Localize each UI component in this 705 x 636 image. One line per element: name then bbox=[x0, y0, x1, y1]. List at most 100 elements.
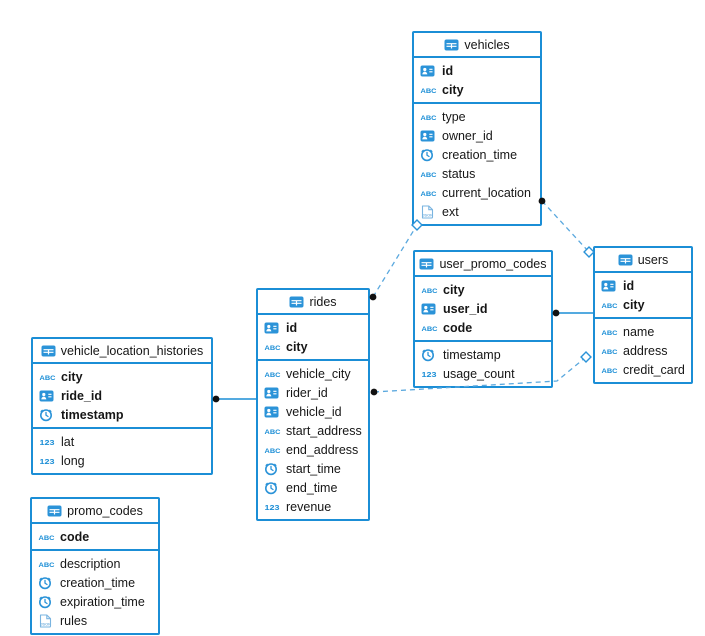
field-row-rides-end_address[interactable]: ABC end_address bbox=[258, 440, 368, 459]
field-row-user_promo_codes-code[interactable]: ABC code bbox=[415, 318, 551, 337]
field-name: code bbox=[443, 320, 473, 335]
string-abc-icon: ABC bbox=[264, 367, 281, 381]
svg-text:ABC: ABC bbox=[265, 448, 281, 455]
table-users[interactable]: users id ABC city ABC name ABC address A… bbox=[593, 246, 693, 384]
field-name: expiration_time bbox=[60, 594, 145, 609]
field-row-rides-id[interactable]: id bbox=[258, 318, 368, 337]
field-name: name bbox=[623, 324, 655, 339]
table-promo_codes[interactable]: promo_codes ABC code ABC description cre… bbox=[30, 497, 160, 635]
field-row-user_promo_codes-city[interactable]: ABC city bbox=[415, 280, 551, 299]
field-row-user_promo_codes-user_id[interactable]: user_id bbox=[415, 299, 551, 318]
field-name: long bbox=[61, 453, 85, 468]
field-row-rides-vehicle_city[interactable]: ABC vehicle_city bbox=[258, 364, 368, 383]
field-row-rides-start_time[interactable]: start_time bbox=[258, 459, 368, 478]
field-row-user_promo_codes-timestamp[interactable]: timestamp bbox=[415, 345, 551, 364]
field-row-promo_codes-code[interactable]: ABC code bbox=[32, 527, 158, 546]
field-name: ride_id bbox=[61, 388, 102, 403]
field-row-vehicles-current_location[interactable]: ABC current_location bbox=[414, 183, 540, 202]
field-row-rides-vehicle_id[interactable]: vehicle_id bbox=[258, 402, 368, 421]
field-name: usage_count bbox=[443, 366, 515, 381]
field-row-users-credit_card[interactable]: ABC credit_card bbox=[595, 360, 691, 379]
field-row-rides-city[interactable]: ABC city bbox=[258, 337, 368, 356]
timestamp-clock-icon bbox=[39, 408, 56, 422]
field-row-promo_codes-description[interactable]: ABC description bbox=[32, 554, 158, 573]
field-name: vehicle_id bbox=[286, 404, 342, 419]
field-row-rides-start_address[interactable]: ABC start_address bbox=[258, 421, 368, 440]
field-row-promo_codes-rules[interactable]: JSON rules bbox=[32, 611, 158, 630]
field-row-vehicles-status[interactable]: ABC status bbox=[414, 164, 540, 183]
field-row-user_promo_codes-usage_count[interactable]: 123 usage_count bbox=[415, 364, 551, 383]
string-abc-icon: ABC bbox=[420, 83, 437, 97]
field-row-promo_codes-creation_time[interactable]: creation_time bbox=[32, 573, 158, 592]
svg-text:ABC: ABC bbox=[422, 288, 438, 295]
svg-text:ABC: ABC bbox=[602, 368, 618, 375]
field-row-promo_codes-expiration_time[interactable]: expiration_time bbox=[32, 592, 158, 611]
table-name: user_promo_codes bbox=[439, 256, 547, 271]
field-row-vehicle_location_histories-lat[interactable]: 123 lat bbox=[33, 432, 211, 451]
field-row-rides-end_time[interactable]: end_time bbox=[258, 478, 368, 497]
field-row-vehicle_location_histories-timestamp[interactable]: timestamp bbox=[33, 405, 211, 424]
field-name: city bbox=[623, 297, 645, 312]
field-row-users-name[interactable]: ABC name bbox=[595, 322, 691, 341]
string-abc-icon: ABC bbox=[38, 557, 55, 571]
field-row-vehicle_location_histories-ride_id[interactable]: ride_id bbox=[33, 386, 211, 405]
table-icon bbox=[289, 295, 304, 309]
field-row-rides-revenue[interactable]: 123 revenue bbox=[258, 497, 368, 516]
table-vehicle_location_histories[interactable]: vehicle_location_histories ABC city ride… bbox=[31, 337, 213, 475]
field-row-users-city[interactable]: ABC city bbox=[595, 295, 691, 314]
field-row-vehicles-city[interactable]: ABC city bbox=[414, 80, 540, 99]
fields-section: ABC description creation_time expiration… bbox=[32, 551, 158, 633]
table-icon bbox=[47, 504, 62, 518]
svg-text:JSON: JSON bbox=[422, 212, 433, 217]
svg-text:ABC: ABC bbox=[39, 562, 55, 569]
table-vehicles[interactable]: vehicles id ABC city ABC type owner_id c… bbox=[412, 31, 542, 226]
field-name: id bbox=[623, 278, 635, 293]
field-row-users-id[interactable]: id bbox=[595, 276, 691, 295]
svg-text:123: 123 bbox=[422, 370, 437, 379]
table-header[interactable]: users bbox=[595, 248, 691, 273]
field-name: start_time bbox=[286, 461, 341, 476]
field-row-vehicles-owner_id[interactable]: owner_id bbox=[414, 126, 540, 145]
string-abc-icon: ABC bbox=[420, 186, 437, 200]
field-name: user_id bbox=[443, 301, 488, 316]
number-123-icon: 123 bbox=[39, 435, 56, 449]
svg-text:ABC: ABC bbox=[421, 172, 437, 179]
relationship-line bbox=[541, 200, 590, 253]
table-header[interactable]: user_promo_codes bbox=[415, 252, 551, 277]
field-name: creation_time bbox=[60, 575, 136, 590]
table-header[interactable]: rides bbox=[258, 290, 368, 315]
id-badge-icon bbox=[39, 389, 56, 403]
relationship-diamond-marker bbox=[580, 351, 592, 363]
table-rides[interactable]: rides id ABC city ABC vehicle_city rider… bbox=[256, 288, 370, 521]
field-row-users-address[interactable]: ABC address bbox=[595, 341, 691, 360]
fields-section: ABC type owner_id creation_time ABC stat… bbox=[414, 104, 540, 224]
field-row-vehicles-ext[interactable]: JSON ext bbox=[414, 202, 540, 221]
table-user_promo_codes[interactable]: user_promo_codes ABC city user_id ABC co… bbox=[413, 250, 553, 388]
table-header[interactable]: vehicle_location_histories bbox=[33, 339, 211, 364]
field-name: rider_id bbox=[286, 385, 328, 400]
field-row-vehicle_location_histories-city[interactable]: ABC city bbox=[33, 367, 211, 386]
table-icon bbox=[41, 344, 56, 358]
table-name: vehicles bbox=[464, 37, 510, 52]
table-icon bbox=[618, 253, 633, 267]
string-abc-icon: ABC bbox=[420, 167, 437, 181]
primary-key-section: ABC code bbox=[32, 524, 158, 551]
table-header[interactable]: promo_codes bbox=[32, 499, 158, 524]
field-row-vehicles-id[interactable]: id bbox=[414, 61, 540, 80]
svg-text:ABC: ABC bbox=[602, 303, 618, 310]
field-row-rides-rider_id[interactable]: rider_id bbox=[258, 383, 368, 402]
string-abc-icon: ABC bbox=[601, 344, 618, 358]
field-name: current_location bbox=[442, 185, 531, 200]
table-header[interactable]: vehicles bbox=[414, 33, 540, 58]
fields-section: ABC vehicle_city rider_id vehicle_id ABC… bbox=[258, 361, 368, 519]
primary-key-section: id ABC city bbox=[414, 58, 540, 104]
relationship-user_promo_codes-users bbox=[552, 309, 593, 317]
field-row-vehicle_location_histories-long[interactable]: 123 long bbox=[33, 451, 211, 470]
field-row-vehicles-type[interactable]: ABC type bbox=[414, 107, 540, 126]
primary-key-section: id ABC city bbox=[258, 315, 368, 361]
primary-key-section: ABC city ride_id timestamp bbox=[33, 364, 211, 429]
field-row-vehicles-creation_time[interactable]: creation_time bbox=[414, 145, 540, 164]
svg-text:ABC: ABC bbox=[40, 375, 56, 382]
field-name: description bbox=[60, 556, 121, 571]
id-badge-icon bbox=[420, 129, 437, 143]
